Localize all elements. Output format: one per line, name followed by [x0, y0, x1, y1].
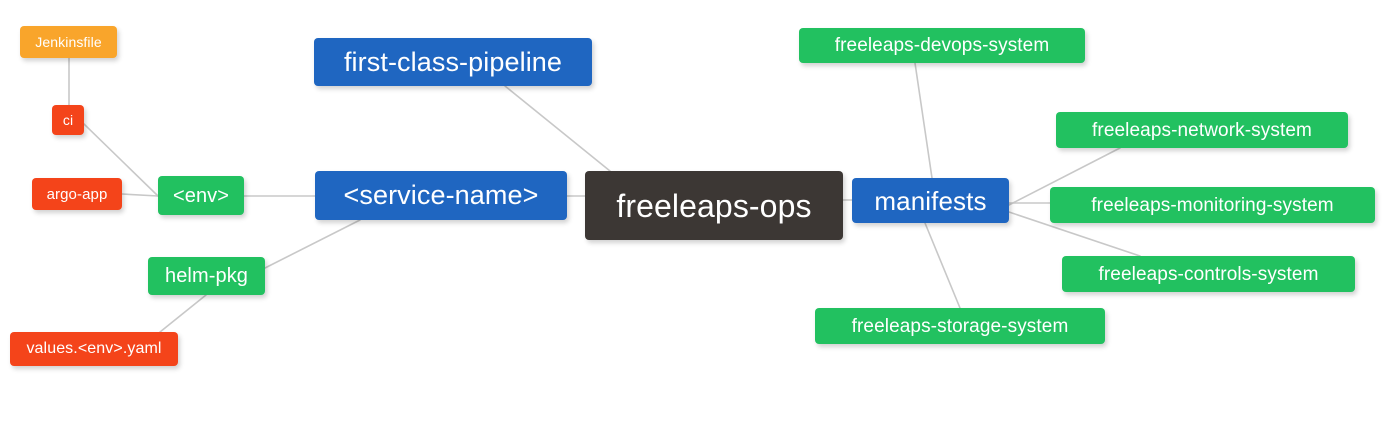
node-label-manifests: manifests — [874, 185, 987, 216]
node-env[interactable]: <env> — [158, 176, 244, 215]
node-label-freeleaps-devops-system: freeleaps-devops-system — [834, 35, 1050, 56]
node-freeleaps-monitoring-system[interactable]: freeleaps-monitoring-system — [1050, 187, 1375, 223]
node-freeleaps-storage-system[interactable]: freeleaps-storage-system — [815, 308, 1105, 344]
edge-values-yaml-to-helm-pkg — [159, 294, 207, 333]
node-freeleaps-ops[interactable]: freeleaps-ops — [585, 171, 843, 240]
node-values-yaml[interactable]: values.<env>.yaml — [10, 332, 178, 366]
node-label-env: <env> — [172, 184, 230, 207]
edge-manifests-to-freeleaps-storage-system — [924, 222, 961, 309]
node-label-helm-pkg: helm-pkg — [164, 265, 249, 287]
node-first-class-pipeline[interactable]: first-class-pipeline — [314, 38, 592, 86]
node-ci[interactable]: ci — [52, 105, 84, 135]
node-jenkinsfile[interactable]: Jenkinsfile — [20, 26, 117, 58]
node-helm-pkg[interactable]: helm-pkg — [148, 257, 265, 295]
node-freeleaps-controls-system[interactable]: freeleaps-controls-system — [1062, 256, 1355, 292]
edge-helm-pkg-to-service-name — [264, 219, 361, 269]
node-label-freeleaps-network-system: freeleaps-network-system — [1092, 119, 1312, 141]
node-manifests[interactable]: manifests — [852, 178, 1009, 223]
edge-argo-app-to-env — [121, 193, 159, 197]
node-freeleaps-devops-system[interactable]: freeleaps-devops-system — [799, 28, 1085, 63]
node-argo-app[interactable]: argo-app — [32, 178, 122, 210]
node-label-values-yaml: values.<env>.yaml — [26, 340, 162, 357]
node-label-freeleaps-controls-system: freeleaps-controls-system — [1098, 263, 1319, 285]
node-label-argo-app: argo-app — [46, 185, 108, 203]
node-label-jenkinsfile: Jenkinsfile — [35, 34, 102, 50]
edge-manifests-to-freeleaps-devops-system — [914, 62, 933, 179]
edge-first-class-pipeline-to-freeleaps-ops — [504, 85, 611, 172]
node-label-freeleaps-storage-system: freeleaps-storage-system — [851, 315, 1069, 337]
node-freeleaps-network-system[interactable]: freeleaps-network-system — [1056, 112, 1348, 148]
node-label-freeleaps-monitoring-system: freeleaps-monitoring-system — [1091, 194, 1334, 216]
node-label-service-name: <service-name> — [343, 180, 539, 210]
node-label-ci: ci — [62, 112, 74, 128]
node-service-name[interactable]: <service-name> — [315, 171, 567, 220]
node-label-freeleaps-ops: freeleaps-ops — [616, 187, 812, 224]
node-label-first-class-pipeline: first-class-pipeline — [343, 46, 563, 77]
